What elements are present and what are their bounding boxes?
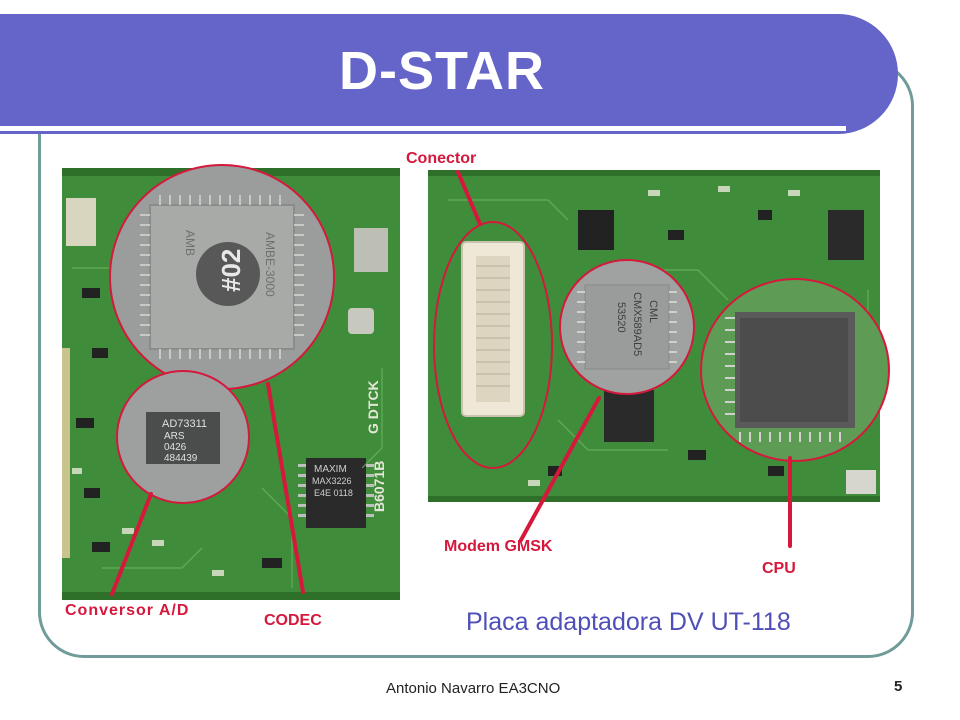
slide-footer: Antonio Navarro EA3CNO xyxy=(386,680,561,697)
svg-text:53520: 53520 xyxy=(615,302,627,333)
pointer-modem xyxy=(519,396,601,542)
label-connector: Conector xyxy=(406,150,477,167)
svg-text:E4E 0118: E4E 0118 xyxy=(314,488,353,498)
svg-text:B6071B: B6071B xyxy=(371,461,387,512)
slide-caption: Placa adaptadora DV UT-118 xyxy=(466,608,791,636)
board-silkscreen: G DTCK B6071B xyxy=(365,380,387,512)
cpu-magnifier xyxy=(700,278,890,462)
label-codec: CODEC xyxy=(264,612,322,629)
maxim-chip: MAXIM MAX3226 E4E 0118 xyxy=(312,464,353,498)
svg-text:AMB: AMB xyxy=(183,230,197,256)
svg-text:MAXIM: MAXIM xyxy=(314,464,347,475)
svg-text:AMBE-3000: AMBE-3000 xyxy=(263,232,277,297)
label-modem: Modem GMSK xyxy=(444,538,553,555)
svg-text:CMX589AD5: CMX589AD5 xyxy=(631,292,643,356)
label-cpu: CPU xyxy=(762,560,796,577)
codec-magnifier: #02 AMB AMBE-3000 xyxy=(109,164,335,390)
codec-chip-sticker: #02 xyxy=(216,249,246,292)
pointer-codec xyxy=(266,382,305,594)
page-number: 5 xyxy=(894,678,903,695)
svg-text:G DTCK: G DTCK xyxy=(365,380,381,434)
svg-text:0426: 0426 xyxy=(164,442,187,453)
title-bar xyxy=(0,14,898,134)
pointer-lines xyxy=(110,170,792,596)
adc-magnifier: AD73311 ARS 0426 484439 xyxy=(116,370,250,504)
svg-text:484439: 484439 xyxy=(164,453,198,464)
slide-title: D-STAR xyxy=(339,41,545,101)
svg-text:CML: CML xyxy=(647,300,659,323)
modem-magnifier: CML CMX589AD5 53520 xyxy=(559,259,695,395)
pointer-adc xyxy=(110,492,153,596)
pointer-connector xyxy=(456,170,482,226)
svg-text:ARS: ARS xyxy=(164,431,185,442)
svg-text:AD73311: AD73311 xyxy=(162,418,207,430)
svg-text:MAX3226: MAX3226 xyxy=(312,476,352,486)
title-underline xyxy=(0,126,846,131)
connector-magnifier xyxy=(433,221,553,469)
label-adc: Conversor A/D xyxy=(65,602,190,619)
